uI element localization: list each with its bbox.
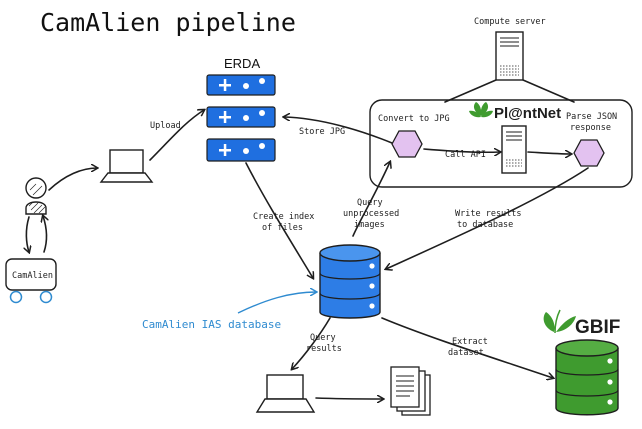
user-icon — [25, 177, 47, 215]
write-results-label: Write results to database — [455, 209, 527, 230]
plantnet-api-server-icon — [501, 125, 527, 174]
documents-icon — [390, 366, 431, 416]
plantnet-logo: Pl@ntNet — [469, 102, 561, 122]
create-index-line1: Create index — [253, 212, 314, 222]
page-title: CamAlien pipeline — [40, 8, 296, 37]
compute-server-label: Compute server — [474, 17, 546, 27]
laptop-icon — [255, 374, 316, 413]
parse-label-line1: Parse JSON — [566, 112, 617, 122]
create-index-label: Create index of files — [253, 212, 320, 233]
camalien-device-label: CamAlien — [12, 271, 53, 281]
extract-dataset-line1: Extract — [452, 337, 488, 347]
extract-dataset-label: Extract dataset — [448, 337, 493, 358]
query-unprocessed-label: Query unprocessed images — [343, 198, 404, 230]
parse-label-line2: response — [570, 123, 611, 133]
gbif-logo: GBIF — [543, 309, 620, 338]
gbif-logo-text: GBIF — [575, 317, 620, 338]
wheel-icon — [39, 290, 53, 304]
plantnet-logo-text: Pl@ntNet — [494, 105, 561, 122]
upload-label: Upload — [150, 121, 181, 131]
query-results-line1: Query — [310, 333, 336, 343]
gbif-database-icon — [555, 339, 619, 416]
query-unprocessed-line2: unprocessed — [343, 209, 399, 219]
parse-hexagon — [573, 139, 605, 167]
create-index-line2: of files — [262, 223, 303, 233]
processing-box — [369, 99, 633, 188]
compute-server-icon — [495, 31, 524, 81]
camalien-device: CamAlien — [5, 258, 57, 304]
store-jpg-label: Store JPG — [299, 127, 345, 137]
convert-hexagon — [391, 130, 423, 158]
query-results-label: Query results — [306, 333, 342, 354]
write-results-line1: Write results — [455, 209, 522, 219]
parse-label: Parse JSON response — [566, 112, 622, 133]
query-unprocessed-line1: Query — [357, 198, 383, 208]
query-unprocessed-line3: images — [354, 220, 385, 230]
write-results-line2: to database — [457, 220, 513, 230]
extract-dataset-line2: dataset — [448, 348, 484, 358]
erda-label: ERDA — [224, 56, 260, 71]
database-label: CamAlien IAS database — [142, 318, 281, 331]
convert-label: Convert to JPG — [378, 114, 450, 124]
erda-storage-icon — [206, 74, 276, 162]
laptop-icon — [99, 149, 154, 183]
wheel-icon — [9, 290, 23, 304]
ias-database-icon — [319, 244, 381, 319]
query-results-line2: results — [306, 344, 342, 354]
call-api-label: Call API — [445, 150, 486, 160]
